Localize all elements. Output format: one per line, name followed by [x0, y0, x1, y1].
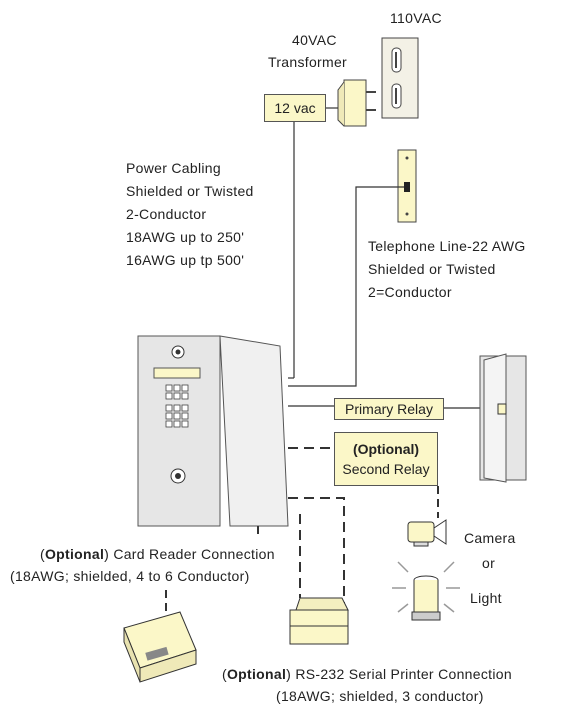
power-cabling-line: 16AWG up tp 500' [126, 252, 245, 268]
card-reader-optional: Optional [44, 546, 105, 562]
camera-icon [407, 519, 447, 547]
telephone-jack-icon [397, 149, 417, 223]
printer-icon [289, 597, 349, 645]
card-reader-icon [123, 611, 197, 683]
gate-door-icon [479, 353, 527, 483]
power-cabling-line: Shielded or Twisted [126, 183, 254, 199]
transformer-icon [337, 79, 376, 127]
printer-title: (Optional) RS-232 Serial Printer Connect… [222, 666, 512, 682]
transformer-voltage-label: 40VAC [292, 32, 337, 48]
card-reader-title-text: Card Reader Connection [113, 546, 275, 562]
printer-title-text: RS-232 Serial Printer Connection [295, 666, 512, 682]
transformer-12vac-box: 12 vac [264, 94, 326, 122]
transformer-label: Transformer [268, 54, 348, 70]
printer-optional: Optional [226, 666, 287, 682]
camera-label: Camera [464, 530, 516, 546]
wall-outlet-icon [381, 37, 419, 119]
second-relay-optional-tag: (Optional) [352, 441, 420, 457]
card-reader-title: (Optional) Card Reader Connection [40, 546, 275, 562]
power-cabling-line: Power Cabling [126, 160, 221, 176]
light-label: Light [470, 590, 502, 606]
outlet-label: 110VAC [390, 10, 442, 26]
power-cabling-line: 18AWG up to 250' [126, 229, 245, 245]
power-cabling-line: 2-Conductor [126, 206, 207, 222]
second-relay-label: Second Relay [342, 461, 430, 477]
light-icon [392, 561, 460, 621]
telephone-line: 2=Conductor [368, 284, 452, 300]
primary-relay-box: Primary Relay [334, 398, 444, 420]
callbox-panel [137, 335, 289, 527]
telephone-line: Shielded or Twisted [368, 261, 496, 277]
card-reader-spec: (18AWG; shielded, 4 to 6 Conductor) [10, 568, 250, 584]
second-relay-box: (Optional) Second Relay [334, 432, 438, 486]
or-label: or [482, 555, 496, 571]
printer-spec: (18AWG; shielded, 3 conductor) [276, 688, 484, 704]
telephone-line: Telephone Line-22 AWG [368, 238, 526, 254]
